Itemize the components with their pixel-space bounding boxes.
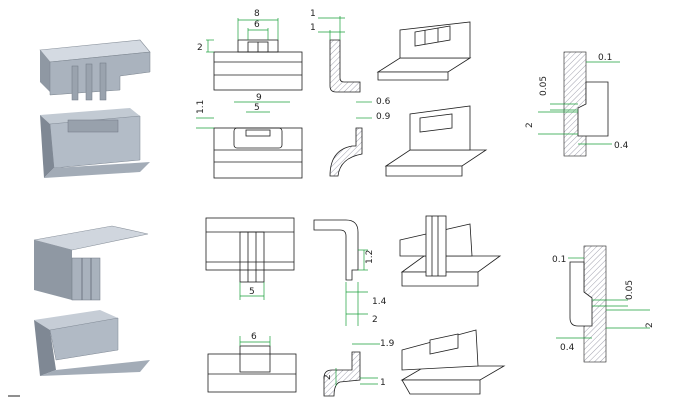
front-view-bottom: [205, 217, 295, 283]
side-view-top-lower-dimensions: [356, 101, 372, 119]
line-iso-bottom-lower: [400, 329, 506, 395]
dim-detail-bottom-d: 0.4: [560, 343, 575, 353]
front-view-bottom-dimensions: [239, 282, 265, 300]
dim-side-mid: 1: [310, 23, 316, 33]
dim-detail-bottom-c: 2: [645, 322, 655, 328]
render-bottom-upper-part: [33, 225, 149, 301]
side-view-bottom-lower-dimensions: [335, 343, 380, 386]
dim-detail-top-d: 0.4: [614, 141, 629, 151]
dim-detail-top-a: 0.1: [598, 53, 612, 63]
dim-bottom-lower-side-a: 1.9: [380, 339, 395, 349]
dim-bottom-lower-side-c: 1: [380, 378, 386, 388]
detail-view-bottom-dimensions: [556, 257, 650, 339]
dim-side-top: 1: [310, 9, 316, 19]
side-view-bottom: [313, 219, 359, 281]
dim-bottom-width: 5: [249, 287, 255, 297]
dim-detail-bottom-a: 0.1: [552, 255, 566, 265]
front-view-top: [213, 39, 303, 91]
front-view-top-lower: [213, 127, 303, 179]
front-view-top-dimensions: [206, 18, 279, 53]
dim-lower-width-inner: 5: [254, 103, 260, 113]
dim-detail-bottom-b: 0.05: [625, 280, 635, 300]
dim-bottom-side-a: 1.2: [365, 250, 375, 264]
line-iso-top: [376, 21, 472, 81]
dim-width-outer: 8: [254, 9, 260, 19]
dim-lower-side-a: 0.6: [376, 97, 391, 107]
dim-height: 2: [197, 43, 203, 53]
dim-detail-top-b: 0.05: [539, 76, 549, 96]
front-view-bottom-lower: [207, 345, 297, 393]
detail-view-bottom: [569, 245, 607, 363]
side-view-bottom-lower: [323, 351, 361, 397]
side-view-top-dimensions: [318, 16, 345, 40]
side-view-top-lower: [329, 127, 363, 177]
dim-bottom-side-c: 2: [372, 315, 378, 325]
dim-bottom-lower-width: 6: [251, 332, 257, 342]
dim-bottom-side-b: 1.4: [372, 297, 387, 307]
side-view-top: [329, 39, 361, 93]
front-view-bottom-lower-dimensions: [239, 336, 271, 346]
dim-detail-top-c: 2: [525, 122, 535, 128]
front-view-top-lower-dimensions: [196, 101, 290, 129]
render-top-upper-part: [39, 39, 151, 101]
detail-view-top-dimensions: [538, 61, 620, 145]
render-top-lower-part: [40, 108, 150, 178]
dim-width-inner: 6: [254, 20, 260, 30]
side-view-bottom-dimensions: [345, 249, 368, 326]
render-bottom-lower-part: [34, 310, 150, 376]
line-iso-bottom: [399, 215, 502, 287]
dim-lower-width-outer: 9: [256, 93, 262, 103]
dim-bottom-lower-side-b: 2: [323, 374, 333, 380]
dim-lower-side-b: 0.9: [376, 112, 391, 122]
dim-lower-height: 1.1: [196, 100, 206, 114]
line-iso-top-lower: [384, 105, 488, 177]
